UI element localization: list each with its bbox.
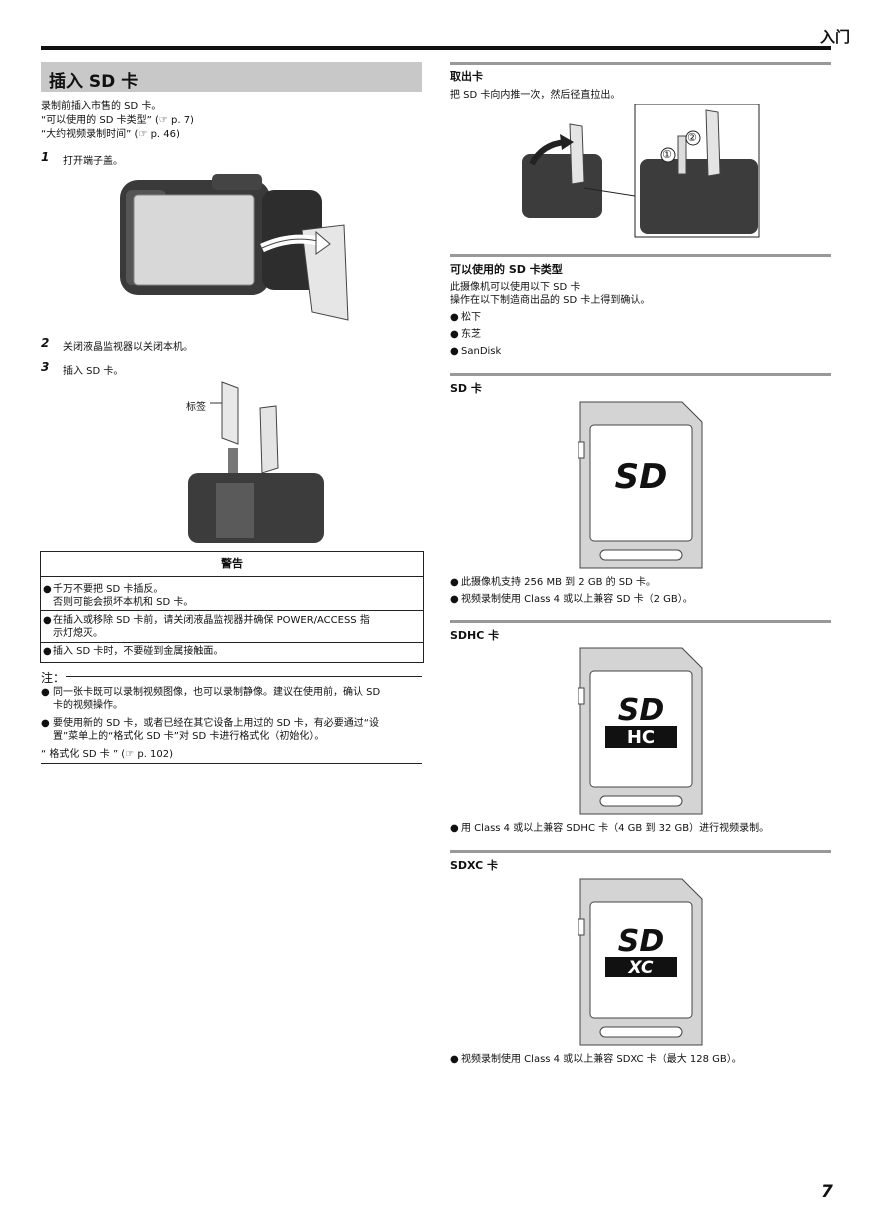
page-title-bar: 插入 SD 卡: [41, 62, 422, 92]
section-rule: [450, 620, 831, 623]
types-line2: 操作在以下制造商出品的 SD 卡上得到确认。: [450, 295, 651, 306]
warning-box: 警告 ● 千万不要把 SD 卡插反。否则可能会损坏本机和 SD 卡。 ● 在插入…: [40, 551, 424, 663]
step-number: 3: [41, 360, 50, 374]
header-rule: [41, 46, 831, 50]
camera-open-cover-illustration: [120, 174, 349, 321]
svg-text:HC: HC: [627, 727, 655, 748]
section-rule: [450, 373, 831, 376]
intro-text: 录制前插入市售的 SD 卡。: [41, 101, 162, 112]
note-item: ● 要使用新的 SD 卡，或者已经在其它设备上用过的 SD 卡，有必要通过“设置…: [41, 718, 379, 742]
step-text: 打开端子盖。: [63, 156, 123, 167]
step-marker-1: ①: [662, 148, 672, 161]
sdxc-card-icon: SD XC: [578, 878, 703, 1046]
section-rule: [450, 254, 831, 257]
section-header: 入门: [820, 28, 851, 46]
page-title: 插入 SD 卡: [49, 72, 139, 92]
section-rule: [450, 62, 831, 65]
label-callout: 标签: [186, 402, 206, 413]
warning-title: 警告: [41, 552, 423, 577]
svg-text:XC: XC: [628, 958, 655, 978]
svg-text:SD: SD: [615, 457, 668, 497]
svg-text:SD: SD: [618, 693, 665, 728]
sdhc-heading: SDHC 卡: [450, 629, 500, 642]
ref-link-format[interactable]: “ 格式化 SD 卡 ” (☞ p. 102): [41, 749, 174, 760]
sdxc-heading: SDXC 卡: [450, 859, 499, 872]
insert-sd-illustration: [188, 381, 324, 543]
types-heading: 可以使用的 SD 卡类型: [450, 263, 563, 276]
step-number: 1: [41, 150, 50, 164]
page-number: 7: [821, 1182, 833, 1202]
remove-text: 把 SD 卡向内推一次，然后径直拉出。: [450, 90, 621, 101]
svg-text:SD: SD: [618, 924, 665, 959]
step-text: 关闭液晶监视器以关闭本机。: [63, 342, 193, 353]
warning-divider: [41, 610, 423, 611]
note-rule: [66, 676, 422, 677]
step-marker-2: ②: [687, 131, 697, 144]
sd-card-icon: SD: [578, 401, 703, 569]
ref-link-card-types[interactable]: “可以使用的 SD 卡类型” (☞ p. 7): [41, 115, 194, 126]
remove-sd-illustration: [522, 104, 760, 238]
section-rule: [450, 850, 831, 853]
ref-link-recording-time[interactable]: “大约视频录制时间” (☞ p. 46): [41, 129, 180, 140]
note-label: 注：: [41, 671, 66, 685]
sd-heading: SD 卡: [450, 382, 482, 395]
step-number: 2: [41, 336, 50, 350]
sdhc-card-icon: SD HC: [578, 647, 703, 815]
note-end-rule: [41, 763, 422, 764]
remove-heading: 取出卡: [450, 70, 483, 83]
step-text: 插入 SD 卡。: [63, 366, 124, 377]
warning-divider: [41, 642, 423, 643]
types-line1: 此摄像机可以使用以下 SD 卡: [450, 282, 581, 293]
